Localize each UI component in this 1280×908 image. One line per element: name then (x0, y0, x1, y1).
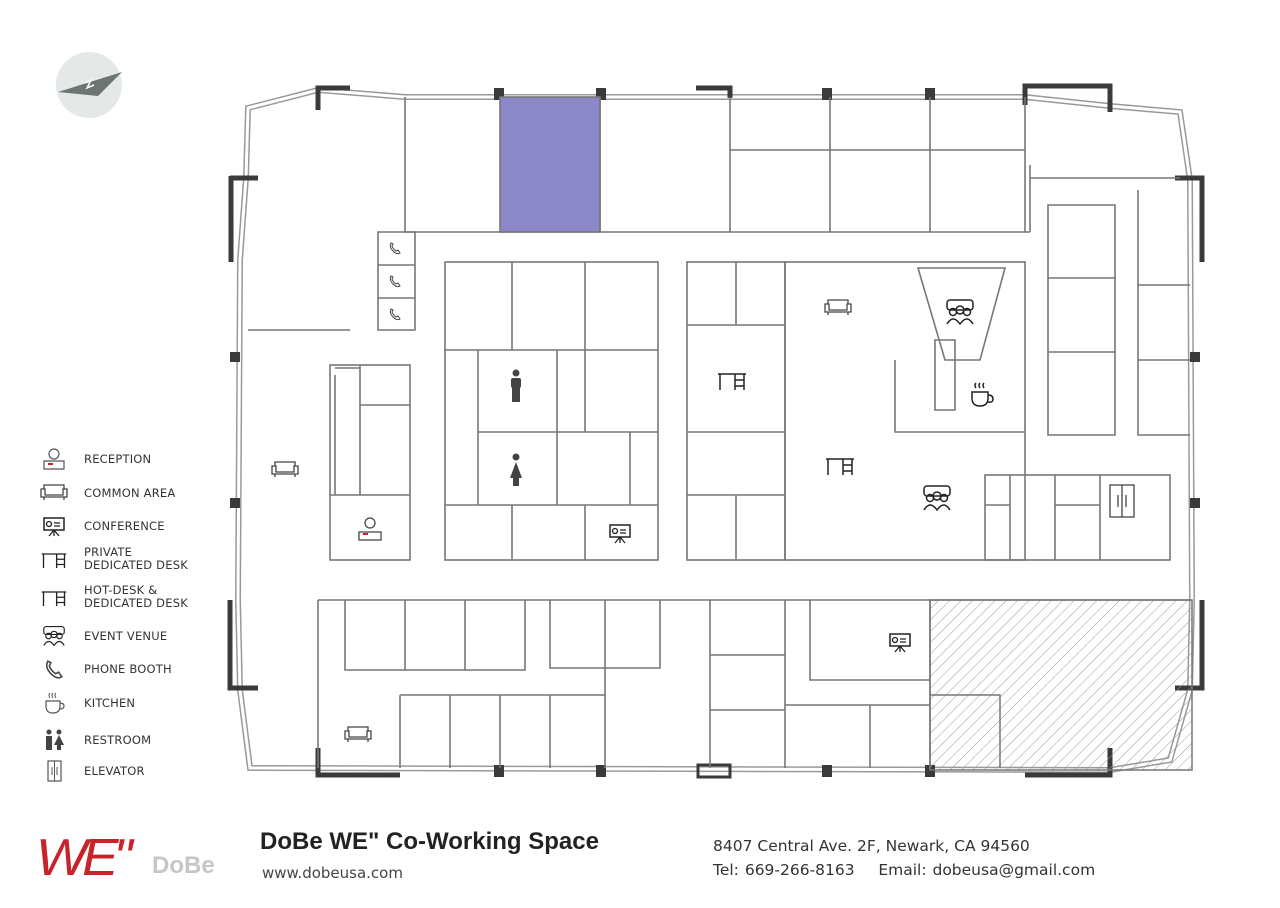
phone-icon (389, 242, 401, 255)
group-icon (946, 299, 974, 325)
desk-icon (717, 373, 747, 391)
sofa-icon (344, 726, 372, 743)
hatched-area (929, 599, 1193, 771)
legend-item-reception: RECEPTION (40, 448, 151, 470)
legend-item-elevator: ELEVATOR (40, 760, 145, 782)
reception-icon (358, 517, 382, 541)
presentation-board-icon (43, 517, 65, 537)
desk-chair-icon (825, 458, 855, 476)
legend-item-kitchen: KITCHEN (40, 692, 135, 714)
address: 8407 Central Ave. 2F, Newark, CA 94560 (713, 837, 1030, 855)
elevator-icon (47, 760, 62, 782)
presentation-board-icon (889, 633, 911, 653)
phone-icon (389, 275, 401, 288)
phone-icon (389, 308, 401, 321)
sofa-icon (40, 484, 68, 501)
phone-icon (45, 660, 63, 679)
north-arrow-icon (56, 52, 122, 118)
restroom-icon (46, 729, 64, 750)
legend-item-hot-desk: HOT-DESK & DEDICATED DESK (40, 584, 188, 610)
elevator-icon (1109, 484, 1135, 518)
contact-info: Tel: 669-266-8163 Email: dobeusa@gmail.c… (713, 861, 1096, 879)
presentation-board-icon (609, 524, 631, 544)
desk-icon (41, 553, 67, 569)
desk-chair-icon (41, 591, 67, 607)
legend-item-event-venue: EVENT VENUE (40, 625, 167, 647)
website-link[interactable]: www.dobeusa.com (262, 864, 403, 882)
legend-item-common-area: COMMON AREA (40, 482, 175, 504)
brand-logo-sub: DoBe (152, 852, 215, 879)
page-title: DoBe WE" Co-Working Space (260, 828, 599, 855)
highlighted-office (499, 96, 601, 233)
sofa-icon (271, 461, 299, 478)
floor-plan (56, 52, 1205, 779)
restroom-icon (510, 369, 522, 486)
coffee-cup-icon (45, 692, 65, 714)
coffee-cup-icon (971, 382, 994, 407)
interior-walls (248, 96, 1192, 768)
group-icon (923, 485, 951, 511)
sofa-icon (824, 299, 852, 316)
reception-icon (43, 448, 65, 470)
legend-item-restroom: RESTROOM (40, 729, 151, 751)
legend-item-private-desk: PRIVATE DEDICATED DESK (40, 546, 188, 572)
legend-item-conference: CONFERENCE (40, 515, 165, 537)
brand-logo: WE" (35, 829, 133, 887)
group-icon (43, 625, 65, 647)
legend-item-phone-booth: PHONE BOOTH (40, 658, 172, 680)
